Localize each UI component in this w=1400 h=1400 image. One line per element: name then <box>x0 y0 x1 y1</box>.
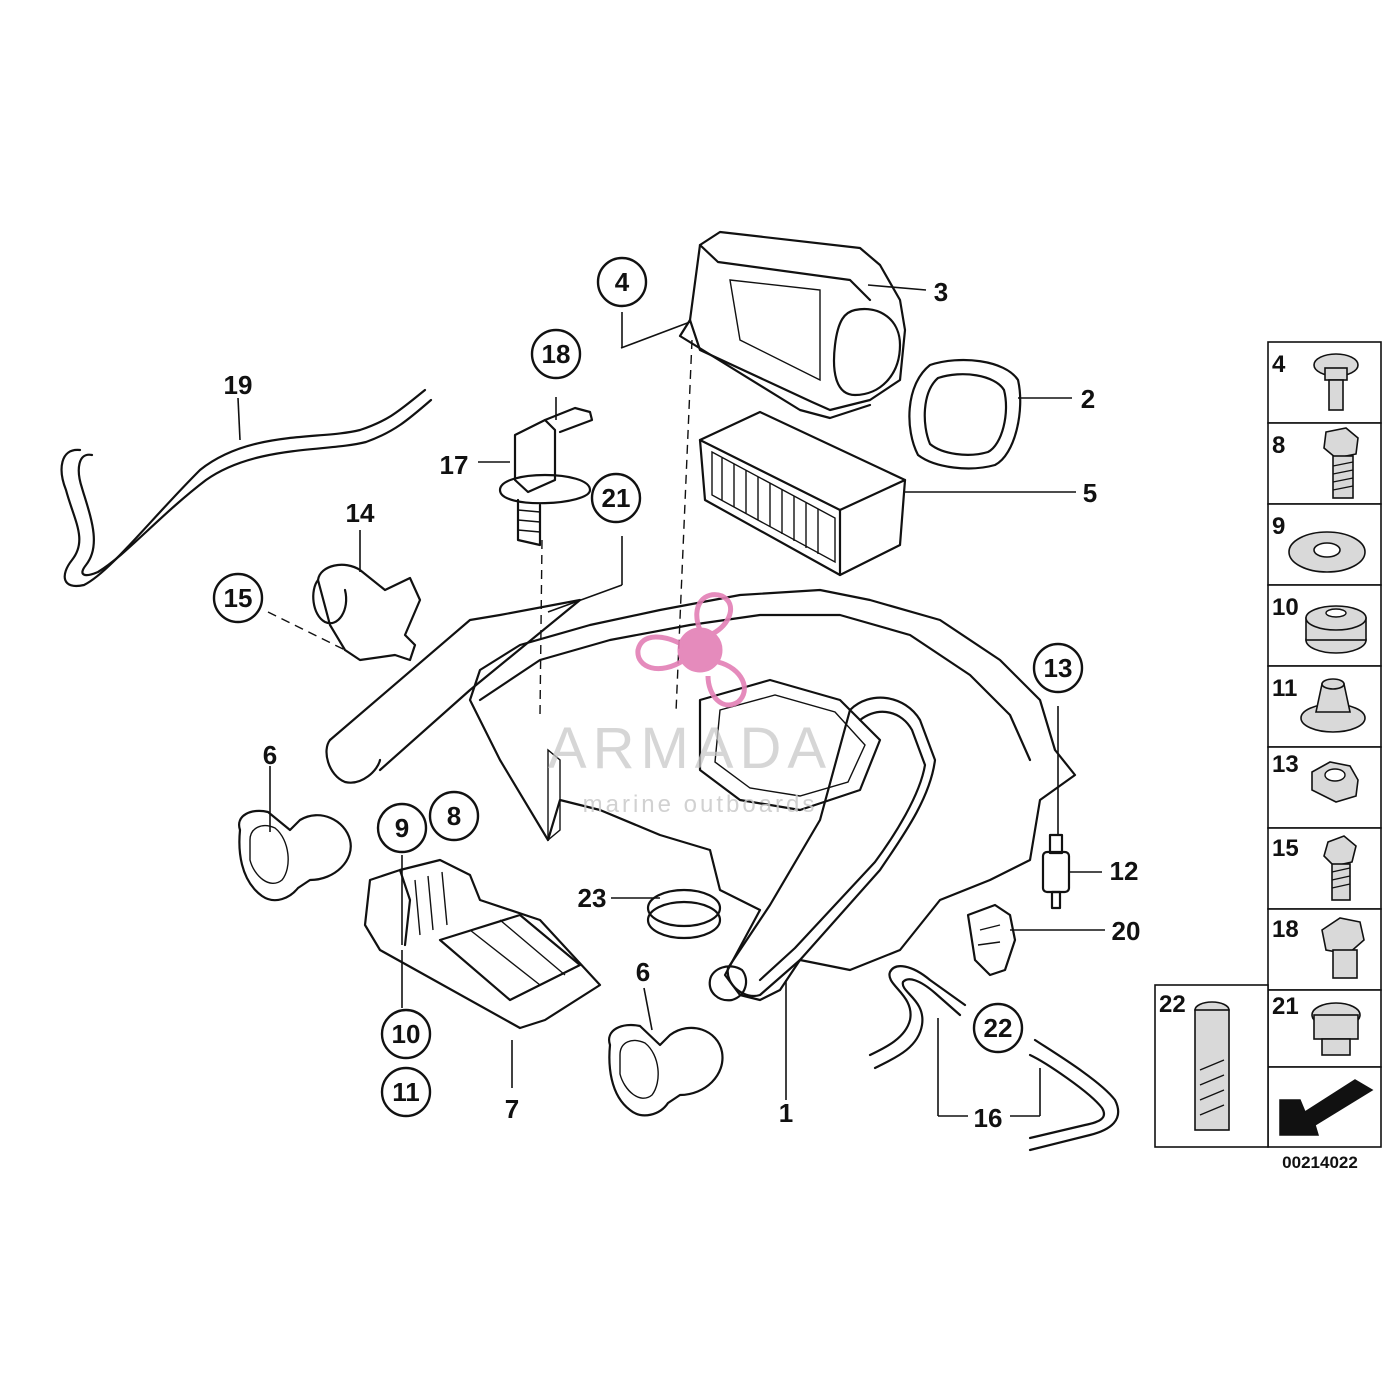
callout-5: 5 <box>1083 478 1097 508</box>
actuator-14-drawing <box>312 563 422 662</box>
cover-tray-7-drawing <box>363 858 602 1030</box>
screw-15-icon <box>1323 835 1357 901</box>
diagram-reference-id: 00214022 <box>1282 1153 1358 1172</box>
watermark-tagline: marine outboards <box>583 791 818 818</box>
bolt-18-icon <box>1321 917 1365 979</box>
grommet-10-icon <box>1305 605 1367 654</box>
hardware-label-9: 9 <box>1272 513 1285 540</box>
clip-20-drawing <box>966 903 1017 977</box>
callout-labels: 4 3 2 5 18 17 21 19 14 15 13 6 9 8 12 23… <box>224 267 1141 1133</box>
callout-17: 17 <box>440 450 469 480</box>
callout-6-lower: 6 <box>636 957 650 987</box>
callout-1: 1 <box>779 1098 793 1128</box>
hardware-label-13: 13 <box>1272 751 1299 778</box>
callout-21: 21 <box>602 483 631 513</box>
callout-circle-22 <box>972 1002 1024 1054</box>
screw-4-icon <box>1313 353 1359 411</box>
callout-20: 20 <box>1112 916 1141 946</box>
grommet-11-icon <box>1300 678 1366 733</box>
valve-17-drawing <box>498 406 594 547</box>
bell-mouth-6b-drawing <box>608 1023 724 1117</box>
direction-arrow-icon <box>1279 1079 1374 1136</box>
nut-13-icon <box>1311 761 1359 803</box>
mount-12-drawing <box>1041 833 1071 910</box>
hoses-16-drawing <box>868 965 1120 1152</box>
gasket-2-drawing <box>908 358 1022 470</box>
callout-15: 15 <box>224 583 253 613</box>
callout-12: 12 <box>1110 856 1139 886</box>
watermark-logo <box>635 592 747 708</box>
callout-circle-4 <box>596 256 648 308</box>
sleeve-22-icon <box>1194 1001 1230 1131</box>
watermark-brand: ARMADA <box>548 716 832 781</box>
callout-4: 4 <box>615 267 630 297</box>
callout-circles <box>212 256 1084 1118</box>
hardware-label-10: 10 <box>1272 594 1299 621</box>
callout-circle-8 <box>428 790 480 842</box>
leader-lines <box>237 284 1105 1117</box>
filter-element-5-drawing <box>698 410 907 577</box>
callout-9: 9 <box>395 813 409 843</box>
callout-13: 13 <box>1044 653 1073 683</box>
callout-circle-18 <box>530 328 582 380</box>
screw-8-icon <box>1323 427 1359 499</box>
filter-housing-3-drawing <box>678 230 907 420</box>
hardware-label-21: 21 <box>1272 993 1299 1020</box>
callout-6-upper: 6 <box>263 740 277 770</box>
hardware-cell-18 <box>1267 908 1382 991</box>
hardware-label-15: 15 <box>1272 835 1299 862</box>
hardware-label-18: 18 <box>1272 916 1299 943</box>
callout-circle-10 <box>380 1008 432 1060</box>
bell-mouth-6a-drawing <box>238 809 352 902</box>
callout-7: 7 <box>505 1094 519 1124</box>
callout-8: 8 <box>447 801 461 831</box>
callout-18: 18 <box>542 339 571 369</box>
hardware-label-8: 8 <box>1272 432 1285 459</box>
callout-2: 2 <box>1081 384 1095 414</box>
callout-14: 14 <box>346 498 375 528</box>
hardware-cell-8 <box>1267 422 1382 505</box>
callout-circle-11 <box>380 1066 432 1118</box>
callout-11: 11 <box>392 1077 420 1107</box>
clamp-23-drawing <box>646 888 722 940</box>
callout-10: 10 <box>392 1019 421 1049</box>
plug-21-icon <box>1311 1002 1361 1056</box>
callout-22: 22 <box>984 1013 1013 1043</box>
hardware-panel: 4 8 9 10 11 13 15 18 21 22 <box>1154 341 1382 1172</box>
hardware-label-4: 4 <box>1272 351 1286 378</box>
watermark: ARMADA marine outboards <box>548 592 832 818</box>
hardware-label-11: 11 <box>1272 675 1297 702</box>
callout-3: 3 <box>934 277 948 307</box>
callout-circle-15 <box>212 572 264 624</box>
washer-9-icon <box>1288 531 1366 573</box>
callout-circle-21 <box>590 472 642 524</box>
intake-housing-1-drawing <box>325 588 1077 1002</box>
hardware-label-22: 22 <box>1159 991 1186 1018</box>
callout-19: 19 <box>224 370 253 400</box>
callout-circle-9 <box>376 802 428 854</box>
callout-circle-13 <box>1032 642 1084 694</box>
callout-23: 23 <box>578 883 607 913</box>
callout-16: 16 <box>974 1103 1003 1133</box>
hose-19-drawing <box>60 388 433 588</box>
